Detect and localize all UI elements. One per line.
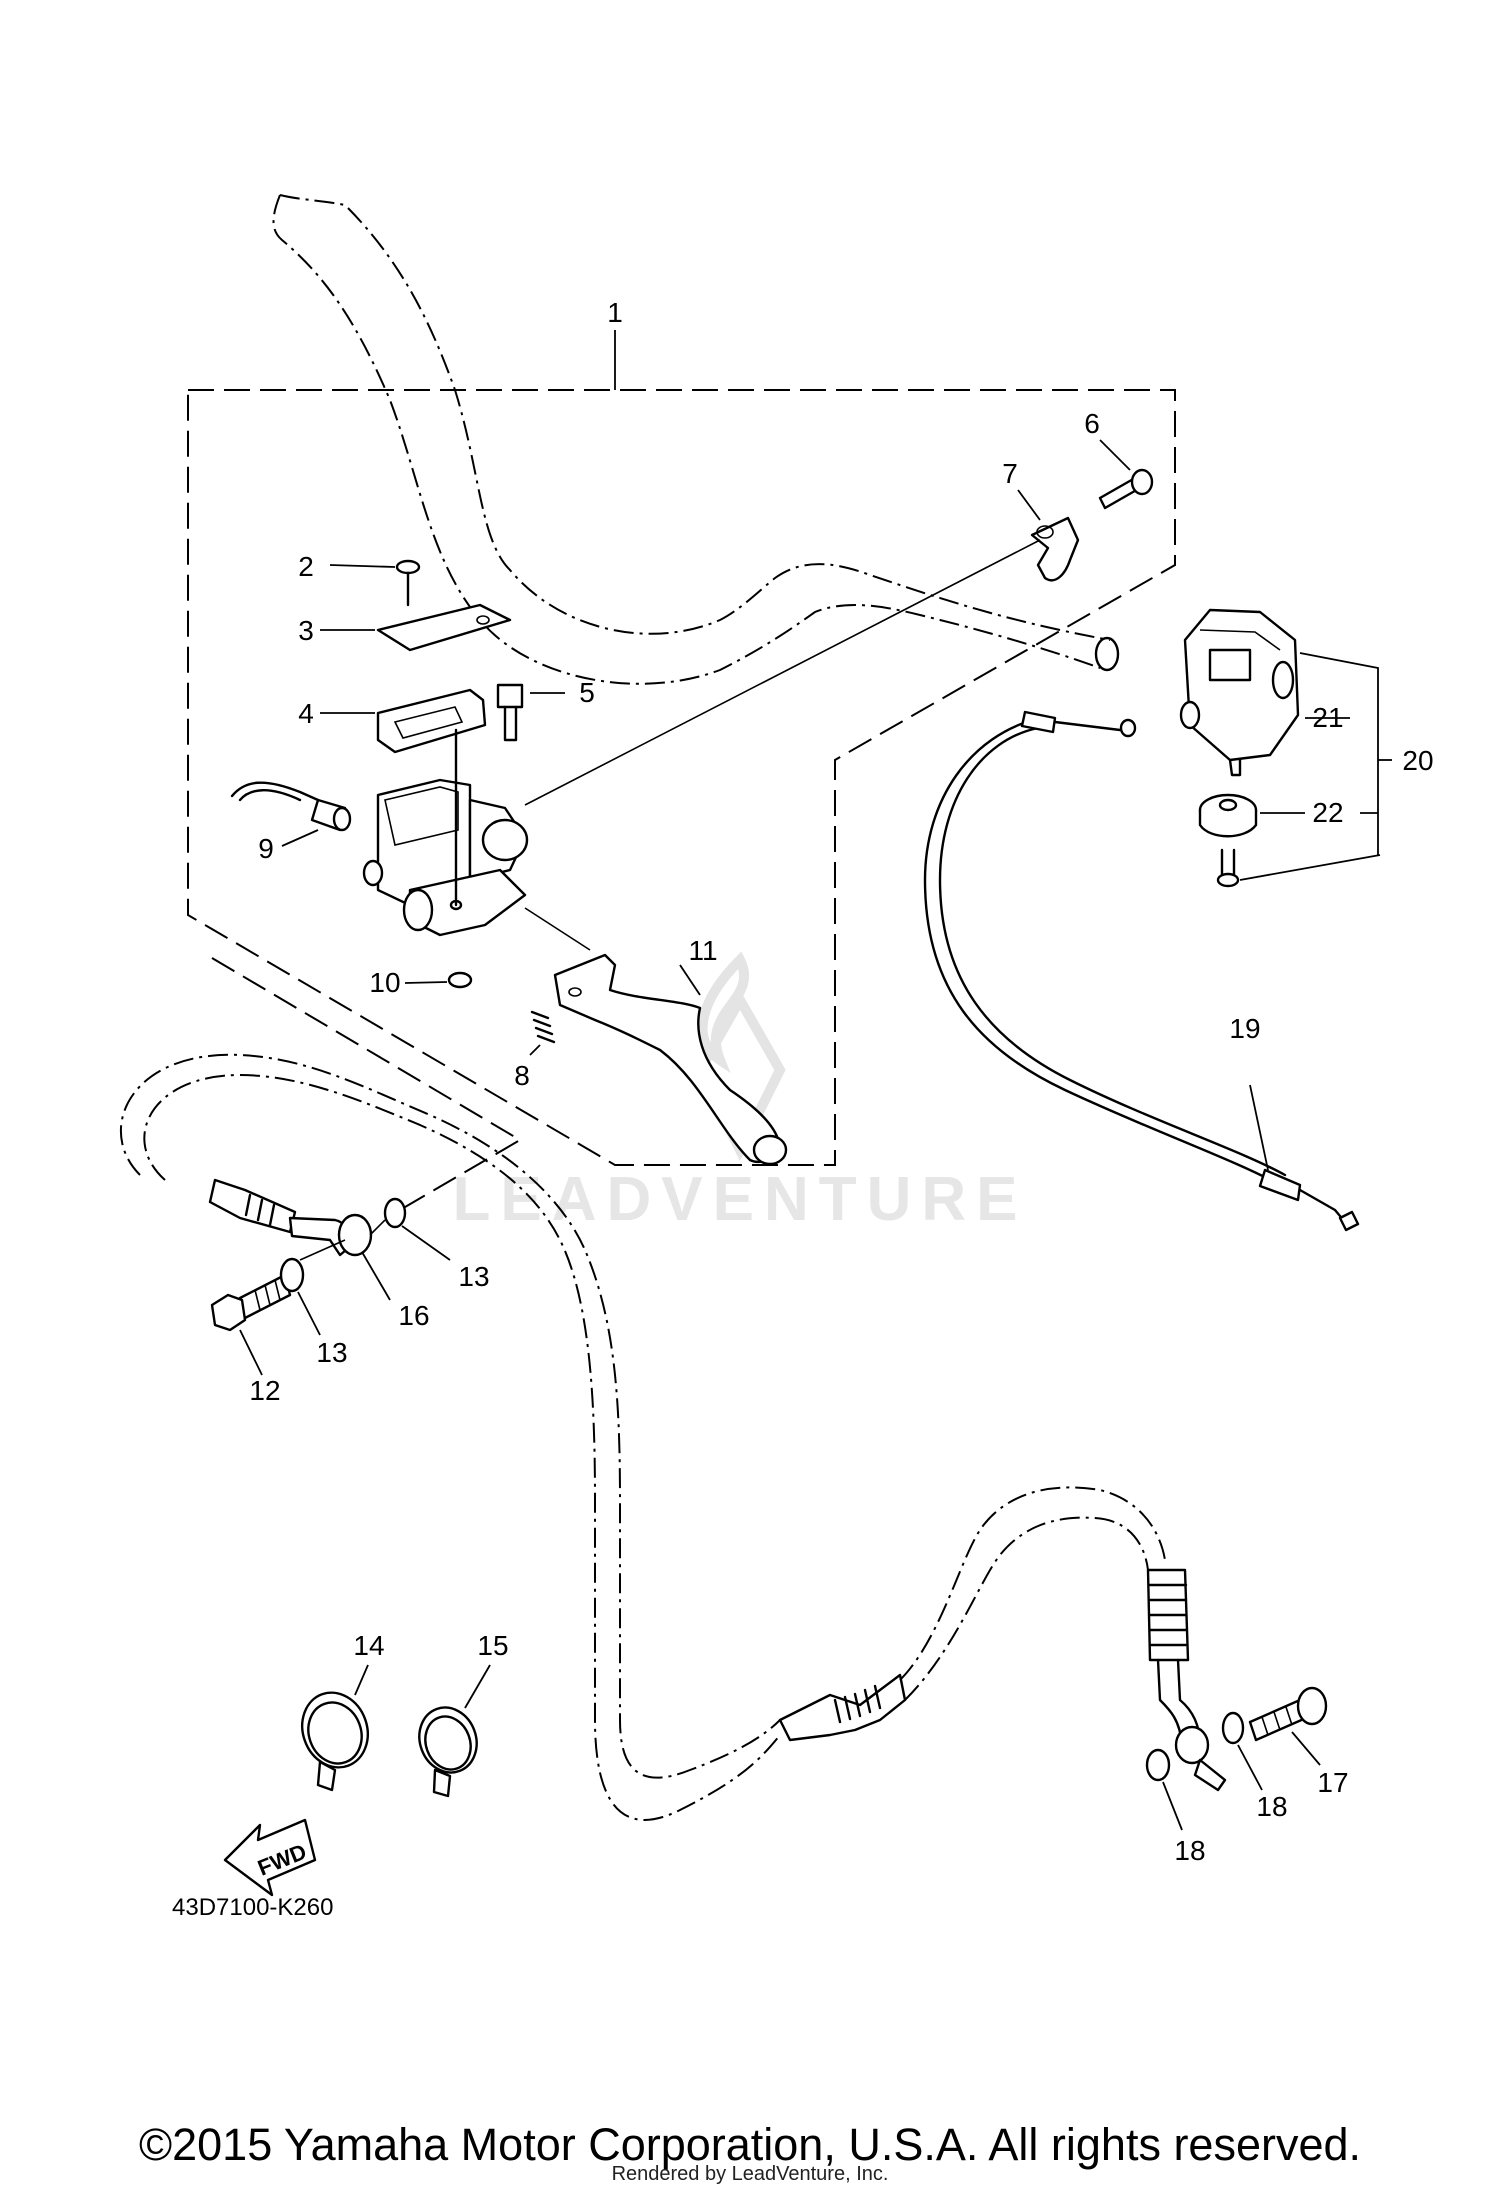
- callout-17: 17: [1317, 1767, 1348, 1798]
- brake-hose: [119, 1053, 1227, 1821]
- washer-9: [362, 859, 384, 887]
- part-22-cap: [1198, 793, 1305, 838]
- callout-19: 19: [1229, 1013, 1260, 1044]
- part-2-screw: [329, 559, 421, 607]
- callout-6: 6: [1084, 408, 1100, 439]
- callout-3: 3: [298, 615, 314, 646]
- part-16-leader: [361, 1251, 391, 1301]
- fwd-arrow-icon: FWD: [223, 1818, 317, 1897]
- callout-18b: 18: [1174, 1835, 1205, 1866]
- callout-13a: 13: [316, 1337, 347, 1368]
- master-cylinder: [376, 728, 591, 951]
- part-21-throttle-housing: [1179, 608, 1300, 777]
- part-15-clamp: [418, 1664, 491, 1798]
- part-14-clamp: [301, 1664, 369, 1792]
- callout-21: 21: [1312, 702, 1343, 733]
- part-6-bolt: [1098, 439, 1154, 510]
- part-17-bolt: [1248, 1686, 1328, 1766]
- callout-8: 8: [514, 1060, 530, 1091]
- callout-18a: 18: [1256, 1791, 1287, 1822]
- callout-13b: 13: [458, 1261, 489, 1292]
- callout-11: 11: [688, 935, 717, 966]
- part-9-switch: [230, 781, 352, 847]
- hose-boundary: [211, 957, 522, 1211]
- part-4-diaphragm: [320, 688, 487, 754]
- screw-20: [1216, 848, 1381, 888]
- callout-1: 1: [607, 297, 623, 328]
- watermark-text: LEADVENTURE: [452, 1165, 1027, 1234]
- handlebar: [272, 194, 1120, 685]
- callout-12: 12: [249, 1375, 280, 1406]
- callout-14: 14: [353, 1630, 384, 1661]
- assembly-1-boundary: [187, 330, 1176, 1166]
- part-18-washer-b: [1145, 1748, 1183, 1831]
- callout-10: 10: [369, 967, 400, 998]
- part-13-washer-b: [383, 1197, 451, 1261]
- callouts: 1 2 3 4 5 6 7 8 9 10 11 12 13 13 14 15 1…: [249, 297, 1433, 1866]
- callout-16: 16: [398, 1300, 429, 1331]
- part-11-lever: [553, 953, 788, 1166]
- part-13-washer-a: [279, 1257, 321, 1336]
- callout-2: 2: [298, 551, 314, 582]
- group-20-bracket: [1299, 652, 1392, 855]
- watermark: LEADVENTURE: [452, 951, 1027, 1234]
- diagram-code: 43D7100-K260: [172, 1894, 333, 1921]
- callout-22: 22: [1312, 797, 1343, 828]
- part-7-clamp: [524, 489, 1080, 806]
- copyright-notice: ©2015 Yamaha Motor Corporation, U.S.A. A…: [139, 2119, 1361, 2170]
- part-12-bolt: [210, 1273, 292, 1376]
- part-19-cable: [923, 710, 1360, 1232]
- callout-9: 9: [258, 833, 274, 864]
- part-3-cap: [320, 603, 512, 652]
- part-8-spring: [529, 1010, 556, 1056]
- part-5-bolt: [496, 683, 565, 742]
- callout-7: 7: [1002, 458, 1018, 489]
- callout-20: 20: [1402, 745, 1433, 776]
- part-18-washer-a: [1221, 1711, 1263, 1791]
- callout-5: 5: [579, 677, 595, 708]
- callout-4: 4: [298, 698, 314, 729]
- part-10-nut: [404, 971, 473, 989]
- callout-15: 15: [477, 1630, 508, 1661]
- rendered-by-credit: Rendered by LeadVenture, Inc.: [612, 2163, 889, 2185]
